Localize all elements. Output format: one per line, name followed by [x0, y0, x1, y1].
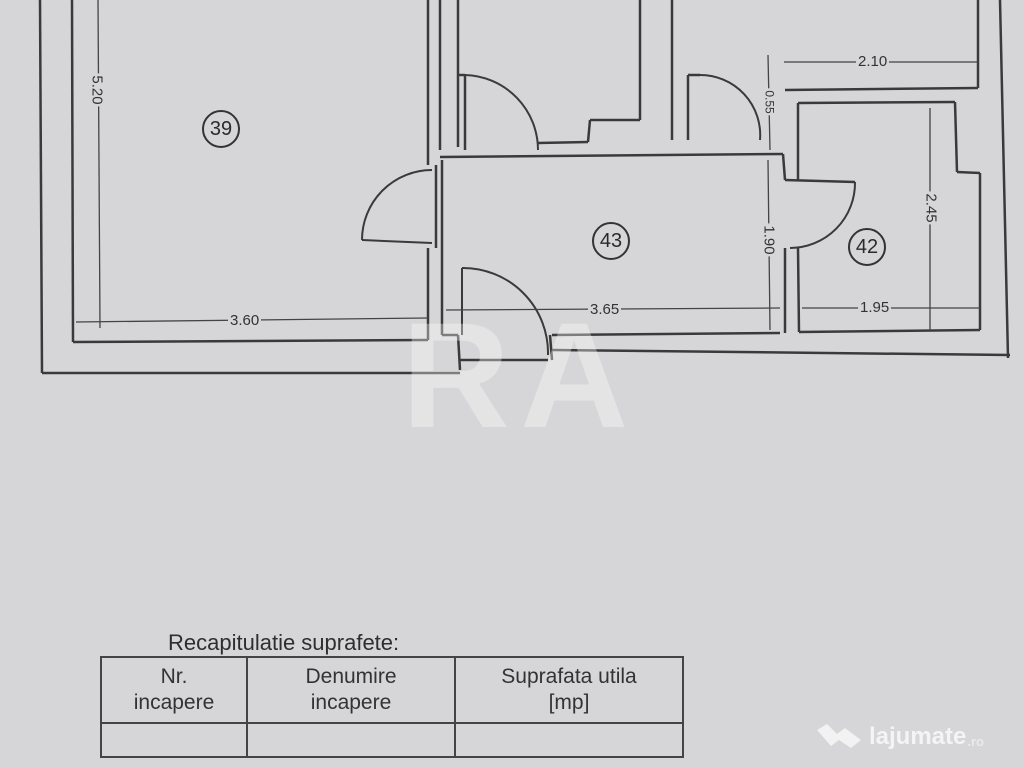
header-line: incapere	[133, 691, 215, 714]
table-header-row: Nr. incapere Denumire incapere Suprafata…	[100, 656, 684, 724]
header-line: Suprafata utila	[501, 665, 637, 688]
summary-title: Recapitulatie suprafete:	[168, 630, 400, 655]
header-usable-area: Suprafata utila [mp]	[454, 656, 684, 724]
brand-tld: .ro	[967, 733, 984, 749]
table-cell	[246, 722, 456, 758]
dimension-top-right-width: 2.10	[856, 53, 890, 70]
room-number-43: 43	[592, 222, 630, 260]
header-line: incapere	[310, 691, 392, 714]
brand-name: lajumate	[869, 723, 967, 750]
table-cell	[100, 722, 248, 758]
dimension-room39-width: 3.60	[228, 312, 262, 329]
dimension-small-gap: 0.55	[761, 88, 778, 116]
dimension-room42-height: 2.45	[922, 191, 940, 225]
watermark: RA	[401, 291, 639, 459]
dimension-room39-height: 5.20	[88, 73, 106, 107]
floor-plan: 39 43 42 5.20 3.60 3.65 1.90 1.95 2.45 2…	[38, 0, 1011, 375]
dimension-room43-width: 3.65	[588, 301, 622, 318]
floor-plan-drawing	[38, 0, 1011, 375]
header-room-name: Denumire incapere	[246, 656, 456, 724]
header-line: Nr.	[160, 665, 188, 688]
surface-summary-table: Nr. incapere Denumire incapere Suprafata…	[100, 656, 684, 758]
dimension-room42-width: 1.95	[858, 299, 892, 316]
handshake-icon	[817, 724, 861, 748]
lajumate-logo: lajumate .ro	[815, 722, 984, 752]
header-room-number: Nr. incapere	[100, 656, 248, 724]
header-line: [mp]	[548, 691, 590, 714]
room-number-39: 39	[202, 110, 240, 148]
room-number-42: 42	[848, 228, 886, 266]
table-row	[100, 722, 684, 758]
table-cell	[454, 722, 684, 758]
header-line: Denumire	[305, 665, 397, 688]
dimension-room43-height: 1.90	[760, 223, 778, 257]
